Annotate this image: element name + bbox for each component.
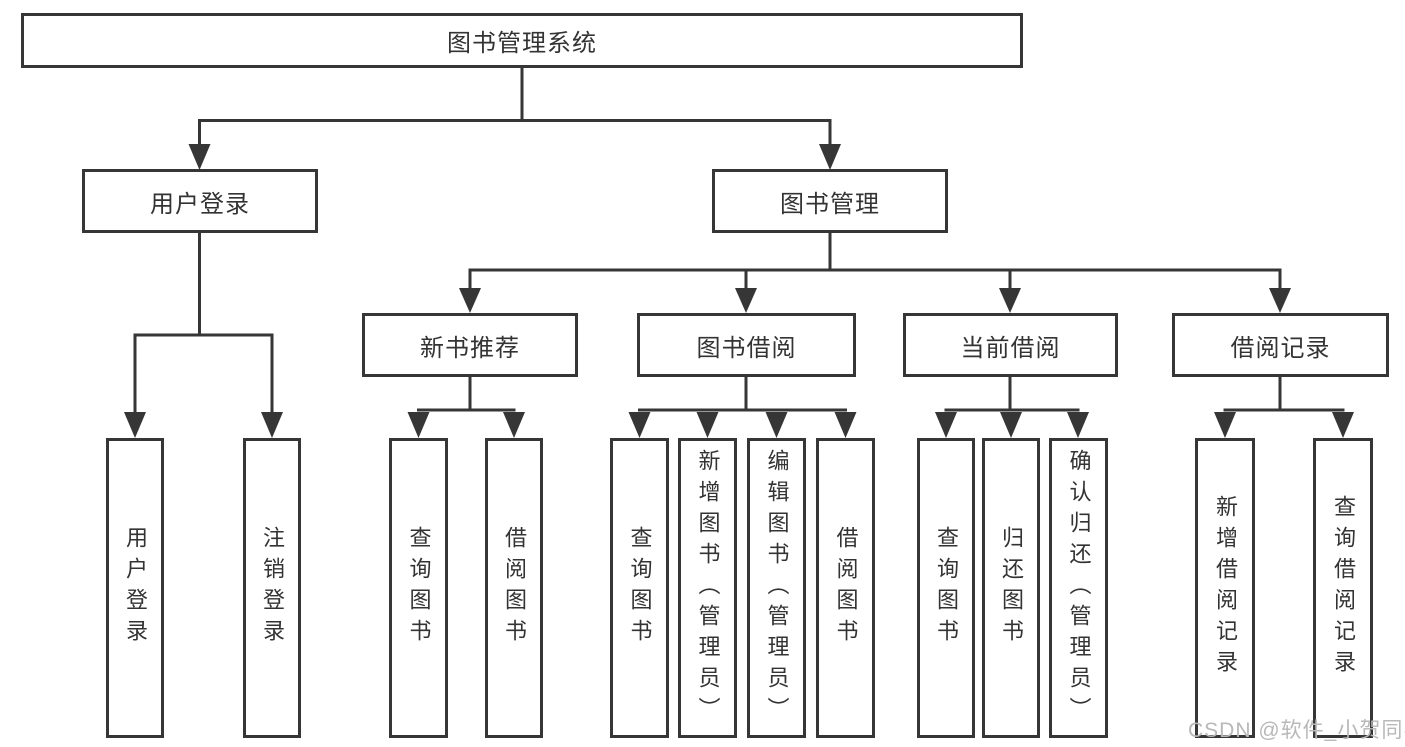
leaf-recommend-query-books-label: 查询图书 (406, 526, 432, 650)
node-library-management-system-label: 图书管理系统 (447, 30, 597, 57)
leaf-borrow-query-books: 查询图书 (610, 438, 669, 738)
node-book-borrowing-label: 图书借阅 (696, 334, 797, 362)
leaf-confirm-return-admin: 确认归还（管理员） (1049, 438, 1108, 738)
leaf-current-query-books: 查询图书 (917, 438, 975, 738)
node-user-login-label: 用户登录 (150, 190, 250, 218)
node-current-borrowing: 当前借阅 (903, 313, 1118, 377)
node-book-management-label: 图书管理 (780, 190, 880, 218)
node-current-borrowing-label: 当前借阅 (960, 334, 1061, 362)
leaf-query-borrow-record: 查询借阅记录 (1313, 438, 1373, 738)
node-borrowing-records-label: 借阅记录 (1230, 334, 1331, 362)
leaf-recommend-query-books: 查询图书 (389, 438, 448, 738)
leaf-recommend-borrow-books: 借阅图书 (485, 438, 543, 738)
node-library-management-system: 图书管理系统 (21, 13, 1023, 68)
leaf-return-books: 归还图书 (982, 438, 1040, 738)
node-book-management: 图书管理 (712, 169, 948, 233)
leaf-user-login-label: 用户登录 (123, 526, 148, 650)
leaf-borrow-query-books-label: 查询图书 (627, 526, 653, 650)
leaf-edit-books-admin-label: 编辑图书（管理员） (764, 448, 790, 728)
leaf-recommend-borrow-books-label: 借阅图书 (502, 526, 527, 650)
leaf-add-borrow-record-label: 新增借阅记录 (1213, 495, 1238, 681)
leaf-logout-label: 注销登录 (260, 526, 285, 650)
node-new-book-recommendation: 新书推荐 (362, 313, 578, 377)
node-new-book-recommendation-label: 新书推荐 (420, 334, 520, 362)
leaf-current-query-books-label: 查询图书 (934, 526, 959, 650)
node-book-borrowing: 图书借阅 (637, 313, 856, 377)
leaf-edit-books-admin: 编辑图书（管理员） (747, 438, 806, 738)
leaf-borrow-books-label: 借阅图书 (833, 526, 859, 650)
leaf-add-books-admin: 新增图书（管理员） (678, 438, 737, 738)
leaf-user-login: 用户登录 (106, 438, 164, 738)
node-user-login: 用户登录 (82, 169, 318, 233)
leaf-return-books-label: 归还图书 (999, 526, 1024, 650)
leaf-add-borrow-record: 新增借阅记录 (1195, 438, 1255, 738)
leaf-add-books-admin-label: 新增图书（管理员） (695, 448, 721, 728)
watermark-csdn: CSDN @软件_小贺同学 (1188, 719, 1405, 742)
leaf-logout: 注销登录 (243, 438, 301, 738)
leaf-confirm-return-admin-label: 确认归还（管理员） (1066, 448, 1092, 728)
node-borrowing-records: 借阅记录 (1172, 313, 1389, 377)
leaf-borrow-books: 借阅图书 (816, 438, 875, 738)
leaf-query-borrow-record-label: 查询借阅记录 (1331, 495, 1356, 681)
